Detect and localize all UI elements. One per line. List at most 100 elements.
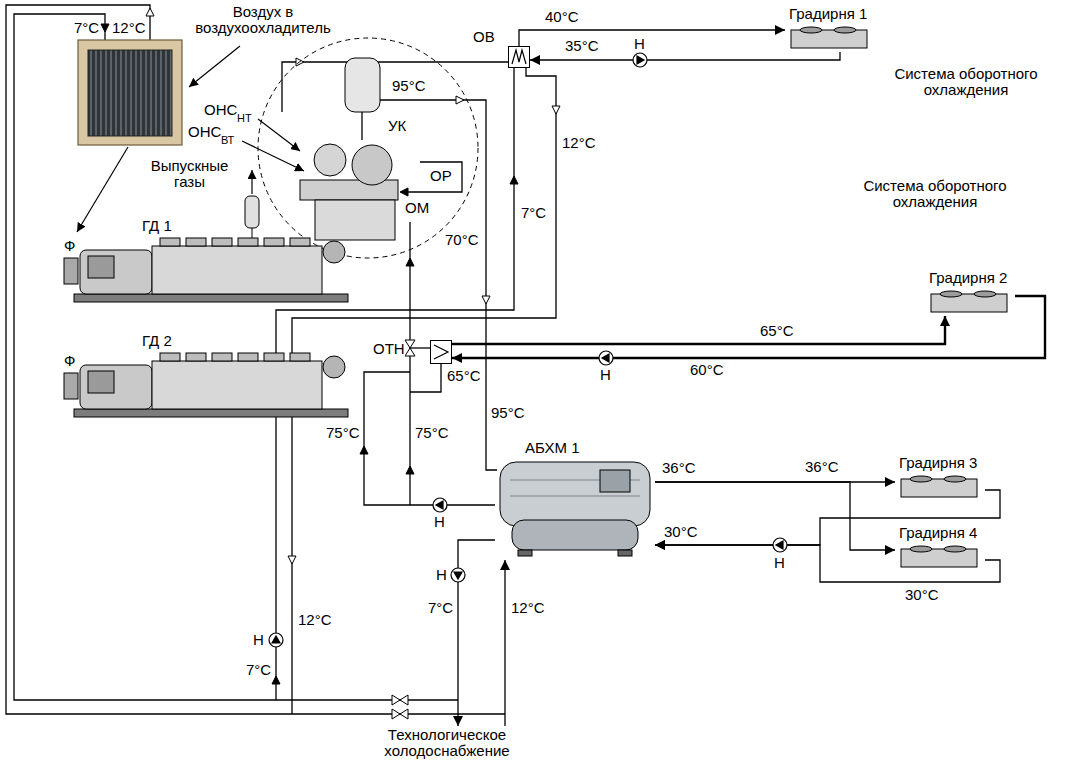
leader-line [258, 119, 300, 151]
pump-symbol [633, 53, 647, 67]
pipe [292, 68, 556, 714]
valve-symbol [405, 340, 415, 348]
flow-arrow [552, 106, 560, 114]
tower-fan [910, 476, 932, 482]
turbo-detail [258, 38, 478, 258]
temperature-label: 95°C [491, 405, 525, 421]
engine-block [315, 200, 395, 240]
air-arrow [189, 46, 240, 87]
silencer [345, 58, 380, 112]
consumer-block: Технологическое холодоснабжение [360, 726, 534, 760]
component-label: УК [388, 118, 406, 134]
system-note: Система оборотного охлаждения [835, 178, 1035, 210]
heat-exchanger: ОВ [508, 46, 530, 68]
pump-letter: Н [434, 514, 445, 530]
tower-fan [940, 291, 962, 297]
pump-arrow [436, 501, 443, 509]
temperature-label: 7°C [521, 205, 546, 221]
air-note: Воздух в воздухоохладитель [188, 4, 338, 36]
node-label: Градирня 2 [929, 270, 1007, 286]
exchanger-symbols [434, 50, 526, 359]
tower-fan [944, 476, 966, 482]
pump-arrow [272, 636, 280, 643]
cooling-tower: Градирня 2 [925, 270, 1015, 316]
exchanger-symbol [434, 345, 448, 359]
cooler-fins [88, 50, 172, 136]
chiller-box [600, 470, 630, 492]
node-label: ОТН [373, 341, 405, 357]
pipe-connector [452, 316, 945, 344]
cylinder-head [186, 238, 206, 246]
valve-symbol [400, 695, 408, 705]
engine-picture [64, 238, 348, 302]
air-filter [64, 258, 78, 284]
temperature-label: 75°C [415, 425, 449, 441]
flow-arrow [406, 466, 414, 474]
temperature-label: 12°C [511, 600, 545, 616]
absorption-chiller: АБХМ 1 [495, 440, 655, 560]
temperature-label: 60°C [690, 362, 724, 378]
turbocharger [314, 144, 346, 176]
temperature-label: 12°C [112, 20, 146, 36]
valve-symbol [392, 695, 400, 705]
cooler-frame [78, 40, 182, 145]
node-label: ГД 2 [142, 333, 172, 349]
pipe [6, 5, 505, 714]
chiller-picture [500, 462, 650, 556]
tower-body [901, 479, 977, 497]
pipe-connector [504, 560, 505, 726]
exhaust-stack [245, 196, 259, 238]
valve-symbol [392, 709, 400, 719]
temperature-label: 35°C [565, 38, 599, 54]
temperature-label: 12°C [562, 135, 596, 151]
connector-group [452, 30, 1045, 726]
pump-letter: Н [634, 36, 645, 52]
turbocharger [352, 145, 392, 185]
generator [80, 250, 152, 294]
tower-fan [974, 291, 996, 297]
temperature-label: 12°C [298, 612, 332, 628]
cylinder-head [264, 238, 284, 246]
temperature-label: 65°C [760, 323, 794, 339]
flow-arrow [288, 556, 296, 564]
node-label: Градирня 3 [899, 455, 977, 471]
tower-fan [944, 546, 966, 552]
node-label: Технологическое холодоснабжение [360, 727, 534, 759]
pipe [410, 347, 430, 348]
tower-fan [910, 546, 932, 552]
cylinder-head [238, 238, 258, 246]
pump-arrow [602, 354, 609, 362]
pipe-network [6, 5, 556, 714]
cooling-tower: Градирня 1 [785, 6, 875, 52]
chiller-shell [500, 462, 650, 526]
cooling-tower: Градирня 4 [895, 525, 985, 571]
cooling-tower: Градирня 3 [895, 455, 985, 501]
node-label: ГД 1 [142, 218, 172, 234]
pump-arrow [776, 541, 783, 549]
flow-arrow [101, 24, 109, 32]
temperature-label: 65°C [447, 368, 481, 384]
pipe-connector [458, 540, 495, 726]
pipe [364, 372, 495, 505]
engine-block [152, 246, 322, 294]
control-panel [88, 256, 114, 278]
pipe-connector [519, 30, 785, 46]
cylinder-head [290, 238, 310, 246]
pump-letter: Н [600, 367, 611, 383]
flow-arrow [272, 676, 280, 684]
tower-body [901, 549, 977, 567]
component-label: ОНС [188, 124, 221, 140]
flow-arrow [360, 446, 368, 454]
pipe-connector [452, 296, 1045, 358]
pipe [361, 112, 362, 140]
engine-picture [64, 353, 348, 417]
chiller-foot [618, 550, 632, 556]
pump-symbol [433, 498, 447, 512]
chiller-shell [512, 520, 638, 550]
diesel-generator: ФГД 1 [58, 216, 350, 306]
air-arrow [77, 147, 128, 232]
